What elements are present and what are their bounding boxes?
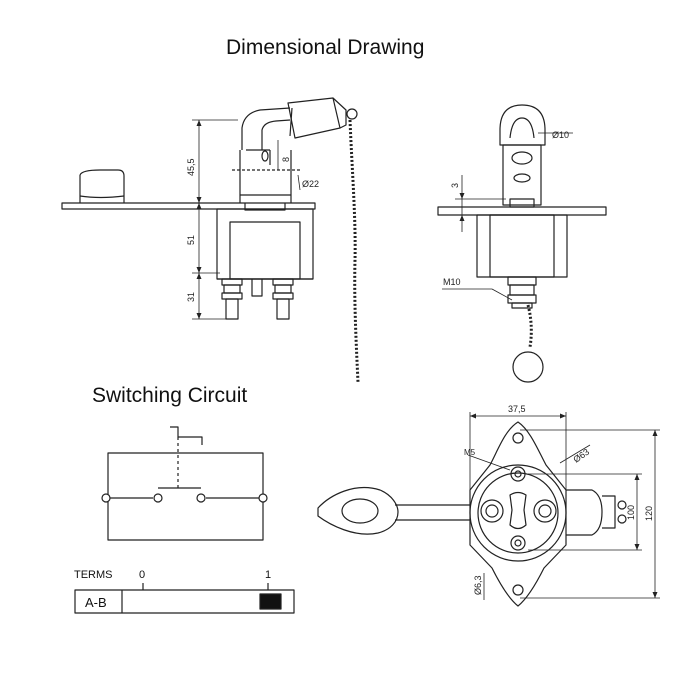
thread-m10: M10 bbox=[443, 277, 461, 287]
side-view bbox=[61, 97, 358, 320]
dim-37-5: 37,5 bbox=[508, 404, 526, 414]
dim-8: 8 bbox=[281, 157, 291, 162]
thread-m5: M5 bbox=[464, 448, 476, 457]
top-view bbox=[317, 421, 627, 607]
terms-pos-1: 1 bbox=[265, 569, 271, 581]
front-view bbox=[437, 104, 607, 383]
switching-circuit bbox=[101, 426, 268, 541]
terms-pos-0: 0 bbox=[139, 569, 145, 581]
terms-header: TERMS bbox=[74, 569, 113, 581]
top-dimension-lines bbox=[467, 412, 660, 600]
dim-63: Ø63 bbox=[571, 447, 591, 465]
dim-3: 3 bbox=[450, 183, 460, 188]
dim-31: 31 bbox=[186, 292, 196, 302]
side-dimension-lines bbox=[192, 119, 301, 320]
key-chain bbox=[348, 119, 360, 383]
dim-51: 51 bbox=[186, 235, 196, 245]
terms-row-label: A-B bbox=[85, 595, 107, 610]
dimension-arrows bbox=[196, 120, 658, 598]
dim-100: 100 bbox=[626, 505, 636, 520]
dim-45-5: 45,5 bbox=[186, 158, 196, 176]
terms-table bbox=[74, 583, 295, 614]
dim-6-3: Ø6,3 bbox=[473, 575, 483, 595]
front-dimension-lines bbox=[455, 132, 573, 232]
title-switching-circuit: Switching Circuit bbox=[92, 384, 248, 407]
title-dimensional-drawing: Dimensional Drawing bbox=[226, 36, 425, 59]
dim-10: Ø10 bbox=[552, 130, 569, 140]
dim-120: 120 bbox=[644, 506, 654, 521]
dim-22: Ø22 bbox=[302, 179, 319, 189]
